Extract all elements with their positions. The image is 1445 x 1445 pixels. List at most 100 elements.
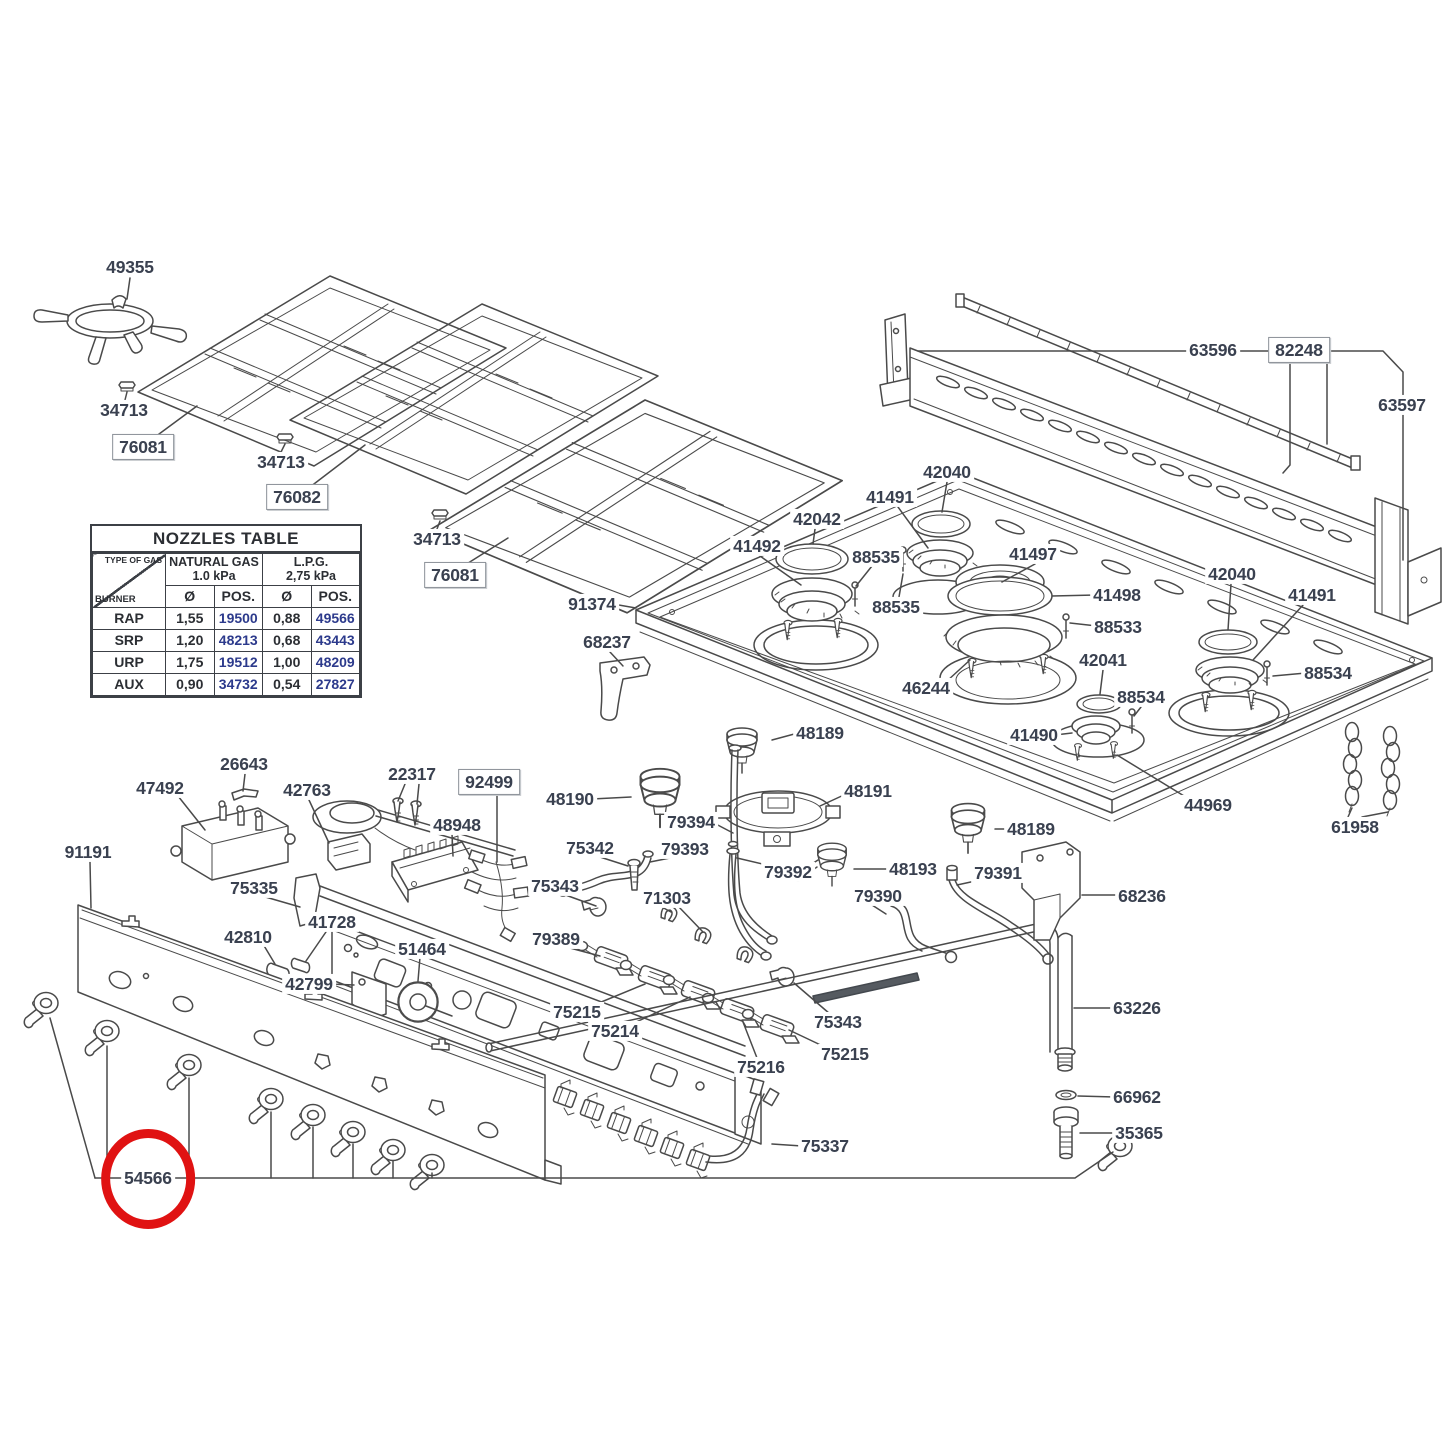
table-row-rap: RAP 1,55 19500 0,88 49566 [92,606,360,630]
ng-pos: 34732 [213,672,263,696]
lpg-diameter: 1,00 [262,650,312,674]
pin-41728 [290,957,311,974]
burner-back-left [906,510,978,577]
part-label-76082: 76082 [266,483,328,511]
part-label-68237: 68237 [580,631,634,653]
part-label-42040: 42040 [920,461,974,483]
washer-66962 [1055,1089,1077,1101]
part-label-79391: 79391 [971,862,1025,884]
lpg-pos: 27827 [310,672,360,696]
lpg-diameter: 0,54 [262,672,312,696]
col-diameter-ng: Ø [165,584,215,608]
part-label-61958: 61958 [1328,816,1382,838]
part-label-88534: 88534 [1114,686,1168,708]
part-label-63596: 63596 [1186,339,1240,361]
clip-26643 [231,788,259,801]
part-label-76081: 76081 [424,561,486,589]
part-label-41498: 41498 [1090,584,1144,606]
part-label-75342: 75342 [563,837,617,859]
ng-diameter: 1,75 [165,650,215,674]
part-label-48948: 48948 [430,814,484,836]
part-label-79393: 79393 [658,838,712,860]
corner-burner: BURNER [95,593,136,605]
part-label-48190: 48190 [543,788,597,810]
ng-diameter: 0,90 [165,672,215,696]
ng-pos: 19512 [213,650,263,674]
nozzles-table: NOZZLES TABLE TYPE OF GAS BURNER NATURAL… [90,524,362,698]
part-label-42810: 42810 [221,926,275,948]
part-label-88534: 88534 [1301,662,1355,684]
ng-diameter: 1,20 [165,628,215,652]
pipe-clamp-75343-right [769,966,795,987]
lpg-diameter: 0,68 [262,628,312,652]
part-label-88535: 88535 [849,546,903,568]
leader-lines [49,277,1404,1179]
table-row-urp: URP 1,75 19512 1,00 48209 [92,650,360,674]
bolt-35365 [1053,1106,1079,1160]
part-label-79389: 79389 [529,928,583,950]
spark-lead-chains [1342,721,1401,817]
part-label-75215: 75215 [550,1001,604,1023]
part-label-88535: 88535 [869,596,923,618]
ignition-generator-47492 [170,800,296,881]
lpg-header: L.P.G. 2,75 kPa [262,553,360,586]
part-label-92499: 92499 [458,768,520,796]
part-label-42041: 42041 [1076,649,1130,671]
part-label-41491: 41491 [1285,584,1339,606]
bracket-68237 [599,656,651,721]
thermocouple-coil-42763 [312,800,516,871]
ng-pos: 19500 [213,606,263,630]
part-label-63597: 63597 [1375,394,1429,416]
igniter-48189-right [950,802,986,854]
wok-support-ring [33,295,188,365]
pipe-79392 [726,840,772,961]
part-label-48191: 48191 [841,780,895,802]
part-label-42042: 42042 [790,508,844,530]
part-label-41491: 41491 [863,486,917,508]
part-label-68236: 68236 [1115,885,1169,907]
lpg-pos: 43443 [310,628,360,652]
part-label-76081: 76081 [112,433,174,461]
nozzles-table-corner-cell: TYPE OF GAS BURNER [92,553,166,608]
lpg-label: L.P.G. [293,555,329,569]
pipe-79394 [728,744,778,945]
part-label-48193: 48193 [886,858,940,880]
nozzles-table-title: NOZZLES TABLE [92,526,360,553]
part-label-79392: 79392 [761,861,815,883]
part-label-48189: 48189 [1004,818,1058,840]
part-label-35365: 35365 [1112,1122,1166,1144]
part-label-41490: 41490 [1007,724,1061,746]
part-label-63226: 63226 [1110,997,1164,1019]
part-label-75337: 75337 [798,1135,852,1157]
burner-base-48191 [715,790,841,847]
ng-pos: 48213 [213,628,263,652]
part-label-54566-highlighted: 54566 [121,1167,175,1189]
back-panel-end-cap [1374,497,1442,625]
corner-type-of-gas: TYPE OF GAS [104,555,162,565]
part-label-75214: 75214 [588,1020,642,1042]
pan-support-grid-left [137,275,507,467]
burner-back-right [1195,629,1268,713]
lpg-pos: 49566 [310,606,360,630]
part-label-75335: 75335 [227,877,281,899]
part-label-79394: 79394 [664,811,718,833]
part-label-41492: 41492 [730,535,784,557]
burner-name: AUX [92,672,166,696]
part-label-71303: 71303 [640,887,694,909]
part-label-41497: 41497 [1006,543,1060,565]
burner-name: URP [92,650,166,674]
lpg-pos: 48209 [310,650,360,674]
pipe-clamp-75343-left [581,896,607,917]
part-label-75343: 75343 [528,875,582,897]
part-label-48189: 48189 [793,722,847,744]
part-label-44969: 44969 [1181,794,1235,816]
burner-center [943,564,1063,700]
bracket-68236 [1021,841,1081,941]
part-label-22317: 22317 [385,763,439,785]
natural-gas-pressure: 1.0 kPa [192,569,236,584]
col-diameter-lpg: Ø [262,584,312,608]
part-label-42040: 42040 [1205,563,1259,585]
lpg-diameter: 0,88 [262,606,312,630]
